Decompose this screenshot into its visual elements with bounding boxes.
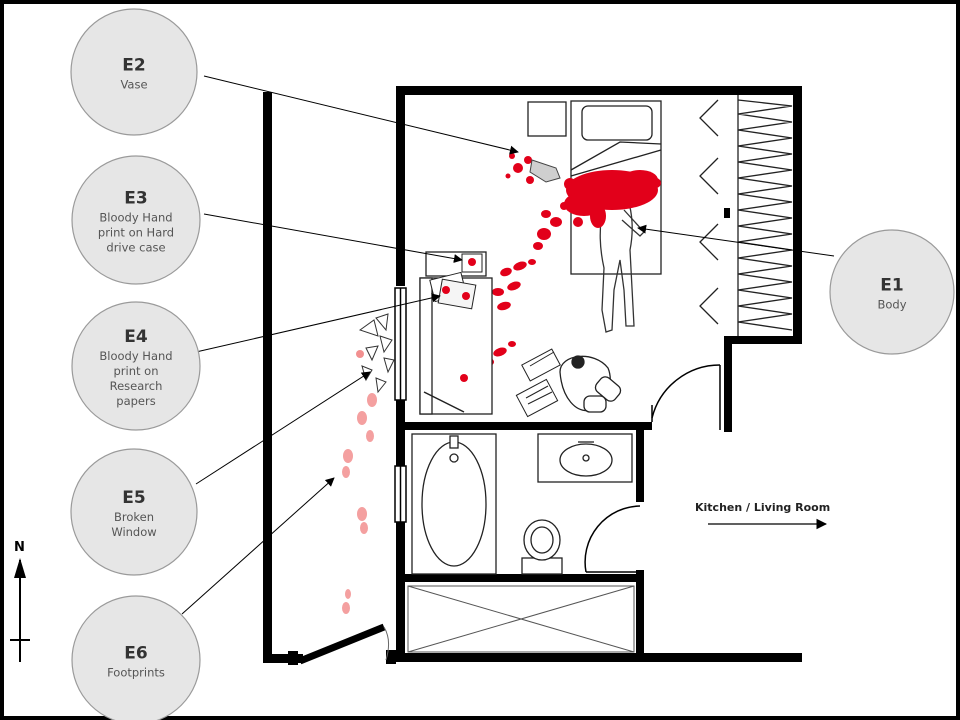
sink — [537, 433, 633, 483]
callout-desc-line: Research — [110, 379, 163, 393]
callout-desc-line: drive case — [106, 241, 165, 255]
hard-drive-case — [461, 253, 483, 273]
exterior-door — [298, 623, 390, 665]
toilet — [521, 519, 563, 575]
window-bedroom — [394, 287, 407, 401]
notepad — [515, 378, 559, 418]
storage-closet — [407, 585, 635, 653]
callout-circle — [70, 8, 198, 136]
callout-desc-line: print on — [113, 364, 158, 378]
window-bathroom — [394, 465, 407, 523]
callout-id: E3 — [124, 189, 147, 209]
bathtub — [411, 433, 497, 575]
callout-circle — [71, 155, 201, 285]
callout-id: E1 — [880, 276, 903, 296]
callout-desc-line: Footprints — [107, 666, 165, 680]
callout-desc-line: Window — [111, 525, 156, 539]
callout-desc-line: Body — [877, 298, 906, 312]
outside-footprints — [342, 393, 377, 614]
room-label-group: Kitchen / Living Room — [695, 501, 830, 530]
callout-id: E5 — [122, 488, 145, 508]
callout-desc-line: print on Hard — [98, 226, 174, 240]
nightstand — [527, 101, 567, 137]
room-label: Kitchen / Living Room — [695, 501, 830, 514]
keyboard — [521, 348, 561, 382]
broken-glass — [356, 313, 395, 394]
callout-circle — [70, 448, 198, 576]
desk-chair — [559, 355, 622, 413]
north-arrow-icon: N — [10, 540, 30, 662]
walls — [263, 86, 802, 665]
callout-circle — [71, 595, 201, 720]
bedroom-door — [651, 364, 721, 430]
callout-desc-line: Vase — [120, 78, 147, 92]
blood-pool — [564, 170, 661, 228]
callout-desc-line: Bloody Hand — [99, 349, 172, 363]
callout-desc-line: papers — [116, 394, 155, 408]
callout-desc-line: Broken — [114, 510, 154, 524]
leader-lines — [181, 75, 835, 615]
callout-desc-line: Bloody Hand — [99, 211, 172, 225]
blood-drops — [533, 202, 568, 250]
callout-circle — [829, 229, 955, 355]
vase-evidence — [505, 153, 561, 184]
wardrobe — [699, 95, 793, 336]
callout-circle — [71, 301, 201, 431]
compass-label: N — [14, 540, 25, 555]
callout-id: E4 — [124, 327, 148, 347]
callout-id: E2 — [122, 56, 145, 76]
bathroom-door — [584, 505, 641, 573]
body-outline — [599, 199, 645, 333]
callout-id: E6 — [124, 644, 147, 664]
